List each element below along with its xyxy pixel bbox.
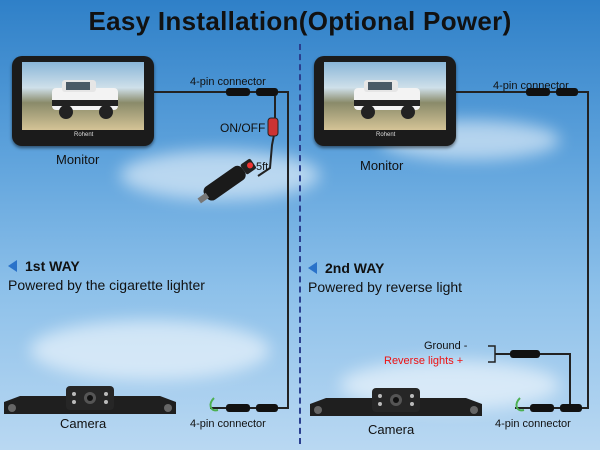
connector-plug <box>530 404 554 412</box>
camera-right <box>310 388 482 416</box>
camera-left <box>4 386 176 414</box>
monitor-screen <box>324 62 446 130</box>
connector-plug <box>560 404 582 412</box>
monitor-left: Rohent <box>12 56 154 146</box>
arrow-left-icon <box>8 260 17 272</box>
monitor-screen <box>22 62 144 130</box>
onoff-switch <box>267 117 279 137</box>
connector-plug <box>256 404 278 412</box>
way-description: Powered by reverse light <box>308 279 463 295</box>
connector-plug <box>226 88 250 96</box>
cigarette-lighter-plug <box>197 158 256 204</box>
connector-label: 4-pin connector <box>495 418 571 430</box>
onoff-label: ON/OFF <box>220 121 266 135</box>
reverse-lights-label: Reverse lights + <box>384 355 464 367</box>
section-divider <box>299 44 301 444</box>
connector-label: 4-pin connector <box>190 418 266 430</box>
way-title: 1st WAY <box>8 258 80 274</box>
camera-label: Camera <box>368 422 415 437</box>
connector-label: 4-pin connector <box>190 76 266 88</box>
truck-image <box>354 80 420 119</box>
way-title-text: 2nd WAY <box>325 260 385 276</box>
ground-label: Ground - <box>424 340 468 352</box>
monitor-label: Monitor <box>360 158 404 173</box>
connector-plug <box>556 88 578 96</box>
page-title: Easy Installation(Optional Power) <box>88 6 512 36</box>
arrow-left-icon <box>308 262 317 274</box>
monitor-brand: Rohent <box>376 132 396 138</box>
truck-image <box>52 80 118 119</box>
monitor-label: Monitor <box>56 152 100 167</box>
connector-plug <box>256 88 278 96</box>
connector-label: 4-pin connector <box>493 80 569 92</box>
monitor-right: Rohent <box>314 56 456 146</box>
way-title: 2nd WAY <box>308 260 384 276</box>
camera-label: Camera <box>60 416 107 431</box>
way-title-text: 1st WAY <box>25 258 80 274</box>
monitor-brand: Rohent <box>74 132 94 138</box>
connector-plug <box>226 404 250 412</box>
cloud <box>30 320 270 380</box>
connector-plug <box>526 88 550 96</box>
way-description: Powered by the cigarette lighter <box>8 277 205 293</box>
cable-length-label: 5ft <box>256 161 269 173</box>
